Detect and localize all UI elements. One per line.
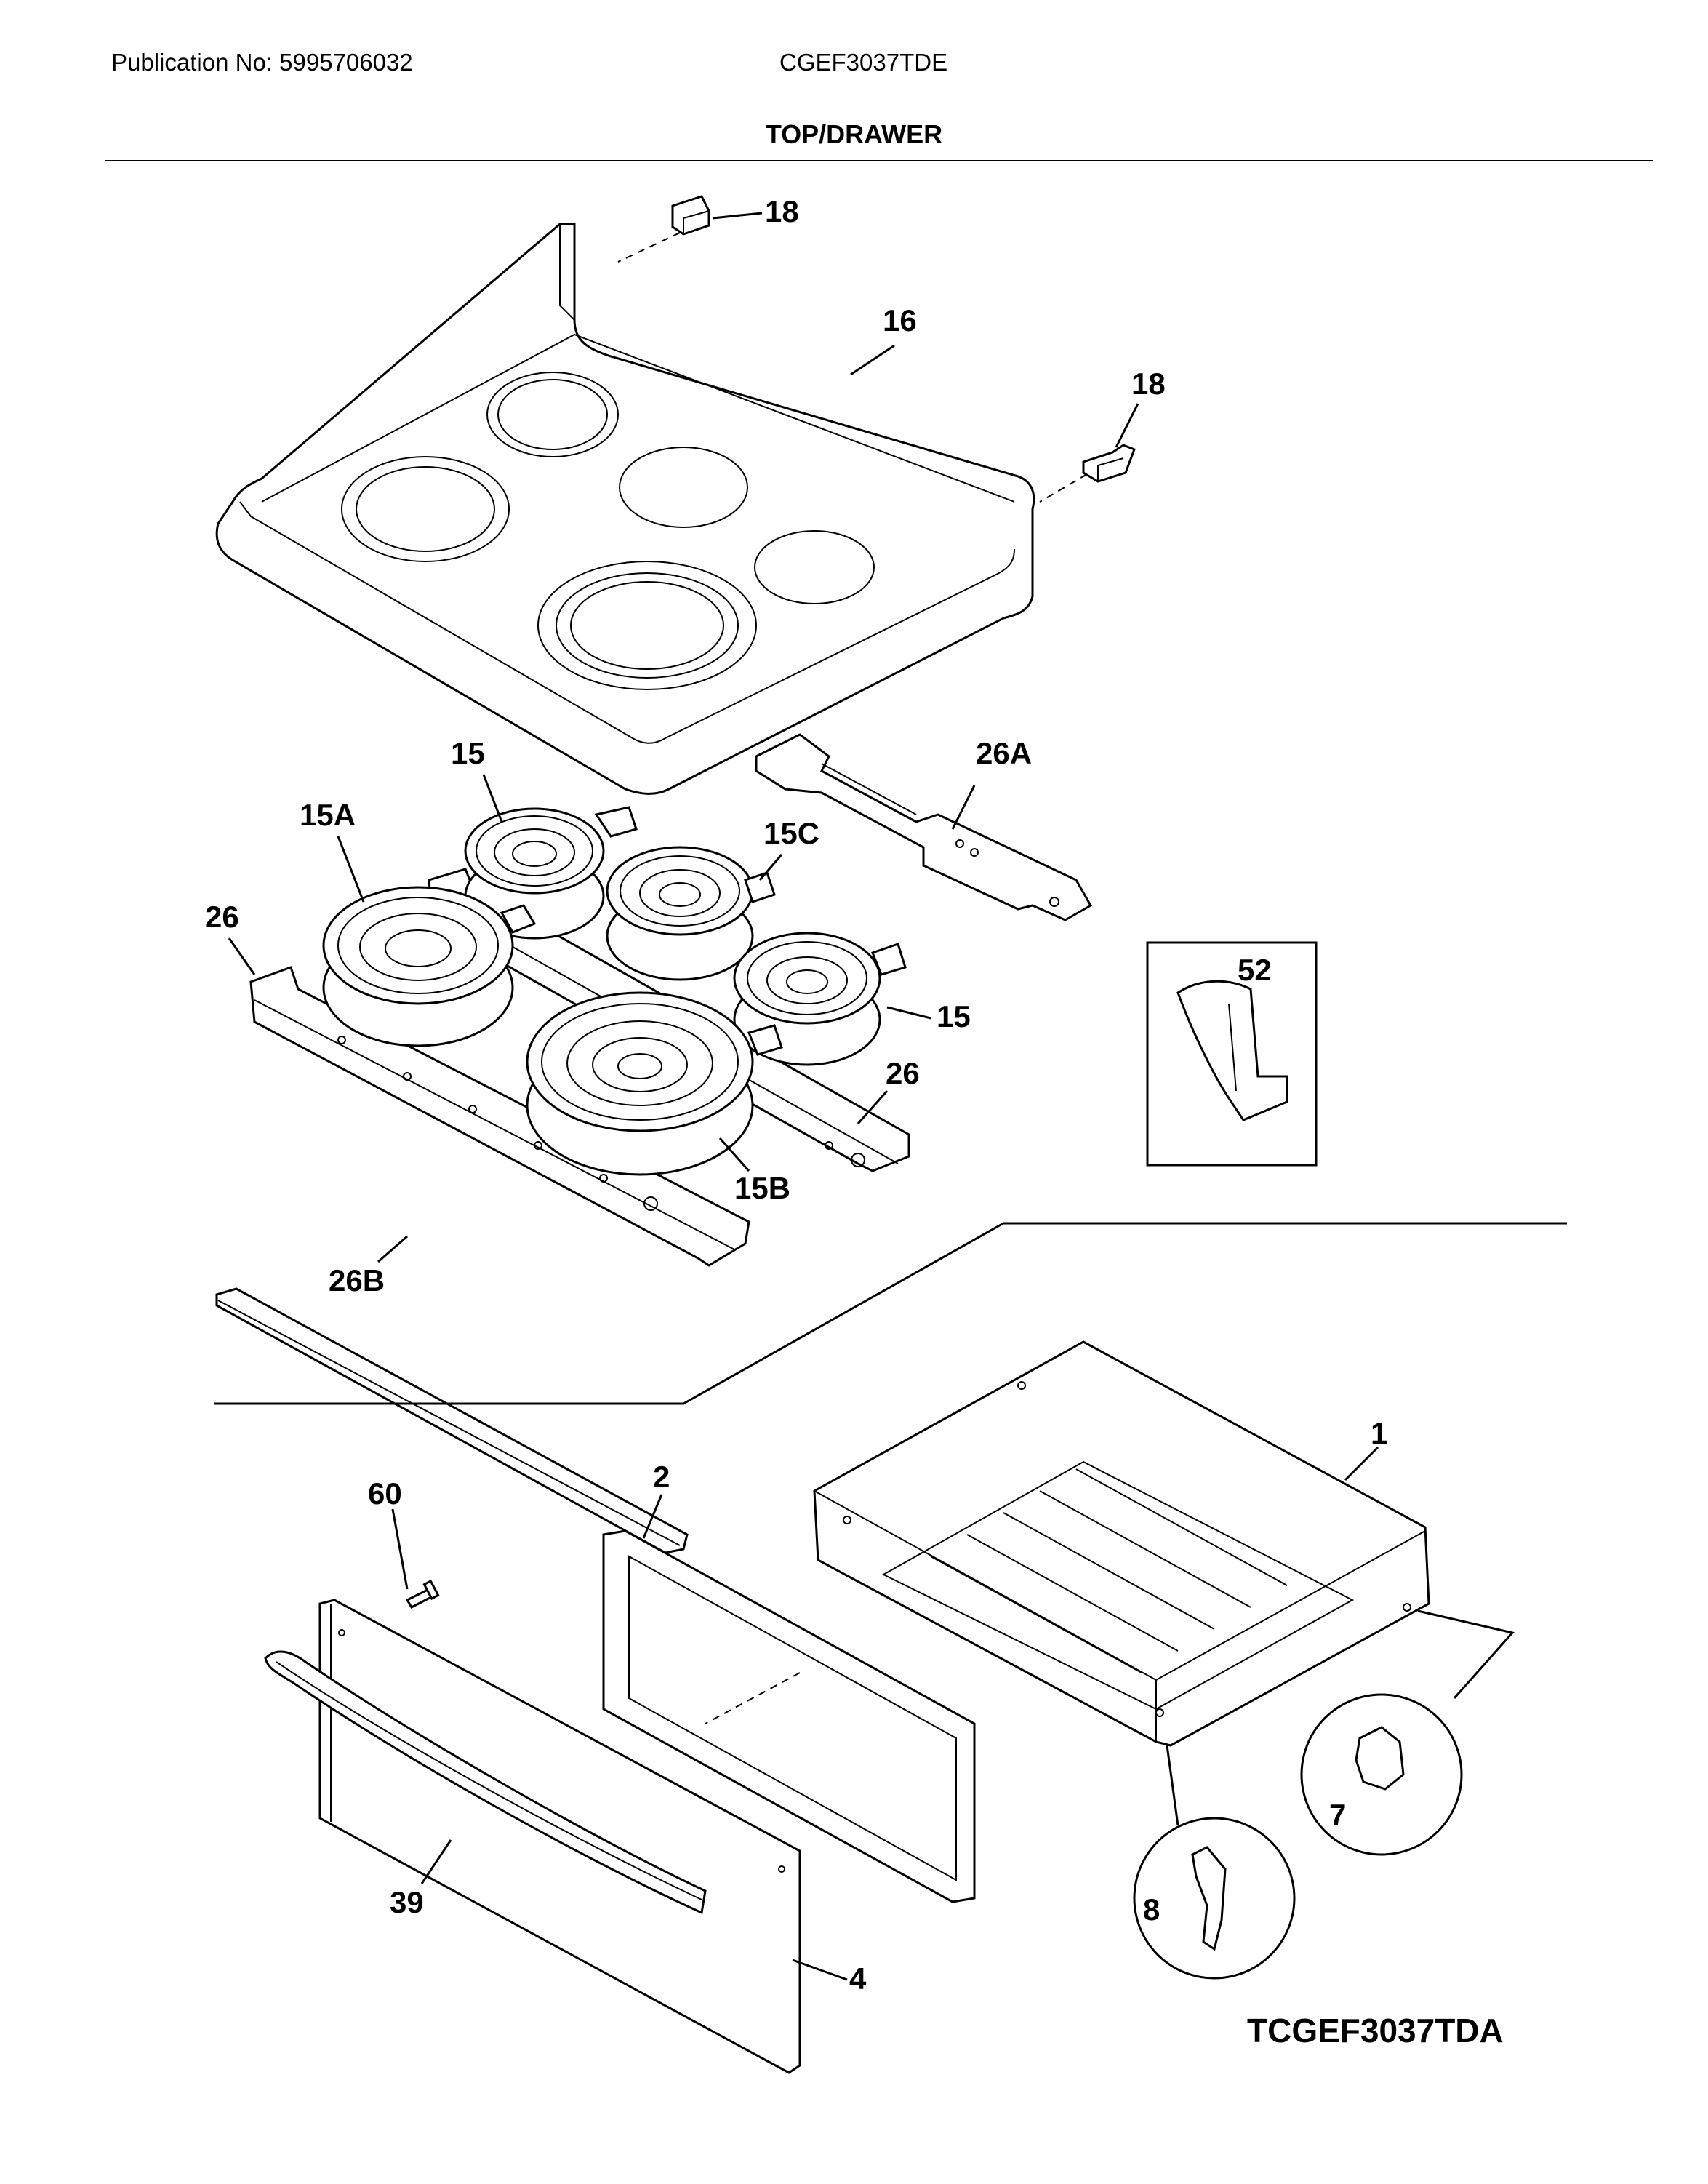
callout-15-front: 15	[937, 999, 971, 1033]
callout-26a: 26A	[976, 736, 1032, 770]
surface-element-15a	[322, 886, 537, 1047]
callout-8: 8	[1143, 1892, 1160, 1927]
callout-26-left: 26	[205, 900, 239, 934]
callout-26-right: 26	[886, 1056, 920, 1090]
callout-18-upper: 18	[765, 194, 799, 228]
cooktop-glass-top	[215, 223, 1035, 795]
callout-18-lower: 18	[1131, 367, 1166, 401]
callout-15-rear: 15	[451, 736, 485, 770]
callout-4: 4	[849, 1961, 867, 1996]
callout-2: 2	[653, 1460, 670, 1494]
detail-circle-8	[1133, 1745, 1296, 1980]
callout-39: 39	[390, 1885, 424, 1919]
callout-15a: 15A	[300, 798, 356, 832]
model-number: CGEF3037TDE	[779, 49, 948, 76]
callout-26b: 26B	[329, 1263, 385, 1297]
leader-lines	[228, 212, 1379, 1981]
burner-bracket-26a	[755, 733, 1093, 921]
surface-element-15c	[606, 846, 776, 981]
screw-60	[405, 1579, 440, 1609]
publication-number: Publication No: 5995706032	[111, 49, 413, 76]
callout-1: 1	[1371, 1416, 1387, 1450]
burner-support-26-left	[249, 966, 750, 1267]
drawer-handle-39	[264, 1650, 707, 1915]
detail-circle-7	[1300, 1609, 1515, 1856]
header-rule	[105, 160, 1653, 161]
drawer-inner-panel	[602, 1529, 976, 1903]
top-bracket-18-lower	[1039, 444, 1136, 503]
section-divider	[214, 1222, 1567, 1405]
callout-15c: 15C	[763, 816, 819, 850]
callout-60: 60	[368, 1476, 402, 1511]
inset-part-52	[1146, 941, 1318, 1167]
callout-15b: 15B	[734, 1171, 790, 1205]
callout-16: 16	[883, 303, 917, 337]
callout-52: 52	[1238, 953, 1272, 987]
drawer-body	[813, 1340, 1430, 1747]
diagram-code: TCGEF3037TDA	[1247, 2012, 1504, 2049]
top-bracket-18-upper	[617, 195, 710, 263]
section-title: TOP/DRAWER	[765, 119, 943, 149]
surface-element-15b	[526, 991, 783, 1176]
callout-7: 7	[1329, 1798, 1346, 1832]
trim-strip-26b	[215, 1287, 689, 1554]
